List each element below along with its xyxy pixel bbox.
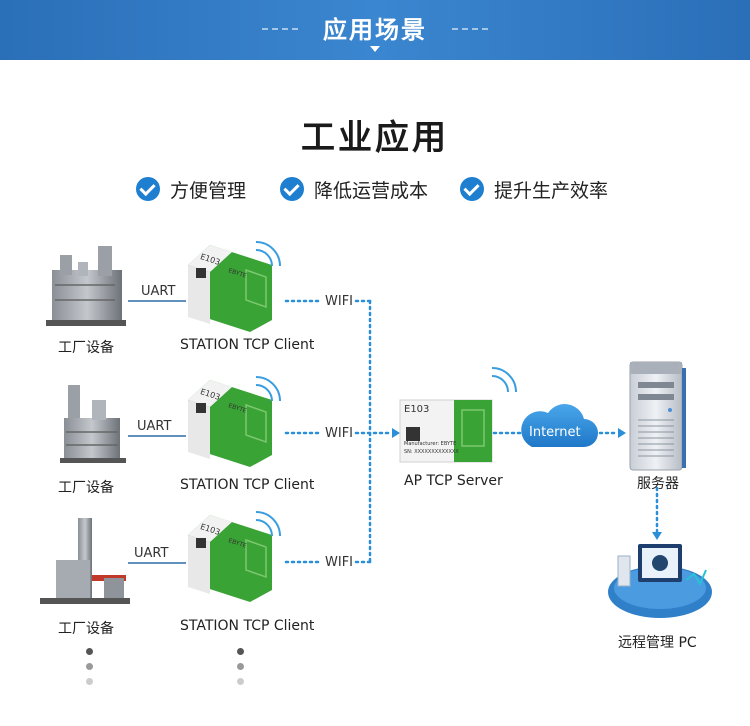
feature-item: 方便管理 — [136, 176, 246, 202]
uart-label: UART — [141, 284, 176, 299]
more-dot — [86, 678, 93, 685]
wifi-module — [188, 241, 281, 332]
feature-label: 提升生产效率 — [494, 179, 609, 202]
equipment-label: 工厂设备 — [58, 480, 114, 496]
wifi-module — [188, 376, 281, 467]
section-title: 工业应用 — [301, 118, 449, 158]
factory-equipment-icon — [46, 246, 126, 326]
remote-pc-icon — [608, 544, 712, 618]
server-label: 服务器 — [637, 476, 679, 492]
more-dot — [237, 663, 244, 670]
banner-title: 应用场景 — [323, 16, 427, 44]
wifi-module — [188, 511, 281, 602]
ap-label: AP TCP Server — [404, 473, 503, 489]
equipment-label: 工厂设备 — [58, 621, 114, 637]
banner-pointer-icon — [370, 46, 380, 52]
wifi-label: WIFI — [325, 555, 353, 570]
banner-decor-right — [452, 28, 488, 30]
check-icon — [280, 177, 304, 201]
check-icon — [460, 177, 484, 201]
uart-label: UART — [134, 546, 169, 561]
cloud-icon — [521, 404, 598, 447]
check-icon — [136, 177, 160, 201]
wifi-label: WIFI — [325, 426, 353, 441]
equipment-label: 工厂设备 — [58, 340, 114, 356]
ap-sn-text: SN: XXXXXXXXXXXXX — [404, 449, 459, 455]
arrow-icon — [618, 428, 626, 438]
ap-manufacturer-text: Manufacturer: EBYTE — [404, 441, 457, 447]
ap-module — [399, 367, 517, 463]
arrow-icon — [652, 532, 662, 540]
more-dot — [86, 663, 93, 670]
more-dot — [86, 648, 93, 655]
factory-equipment-icon — [60, 385, 126, 463]
feature-item: 降低运营成本 — [280, 176, 428, 202]
factory-equipment-icon — [40, 518, 130, 604]
arrow-icon — [392, 428, 400, 438]
feature-label: 方便管理 — [170, 179, 247, 202]
banner-decor-left — [262, 28, 298, 30]
ap-model-text: E103 — [404, 404, 430, 415]
header-banner: 应用场景 — [0, 0, 750, 60]
more-dot — [237, 678, 244, 685]
remote-pc-label: 远程管理 PC — [618, 635, 697, 651]
feature-item: 提升生产效率 — [460, 176, 608, 202]
feature-label: 降低运营成本 — [314, 179, 429, 202]
cloud-label: Internet — [529, 425, 581, 440]
module-label: STATION TCP Client — [180, 618, 315, 634]
server-icon — [629, 361, 686, 471]
uart-label: UART — [137, 419, 172, 434]
module-label: STATION TCP Client — [180, 477, 315, 493]
module-label: STATION TCP Client — [180, 337, 315, 353]
wifi-label: WIFI — [325, 294, 353, 309]
more-dot — [237, 648, 244, 655]
